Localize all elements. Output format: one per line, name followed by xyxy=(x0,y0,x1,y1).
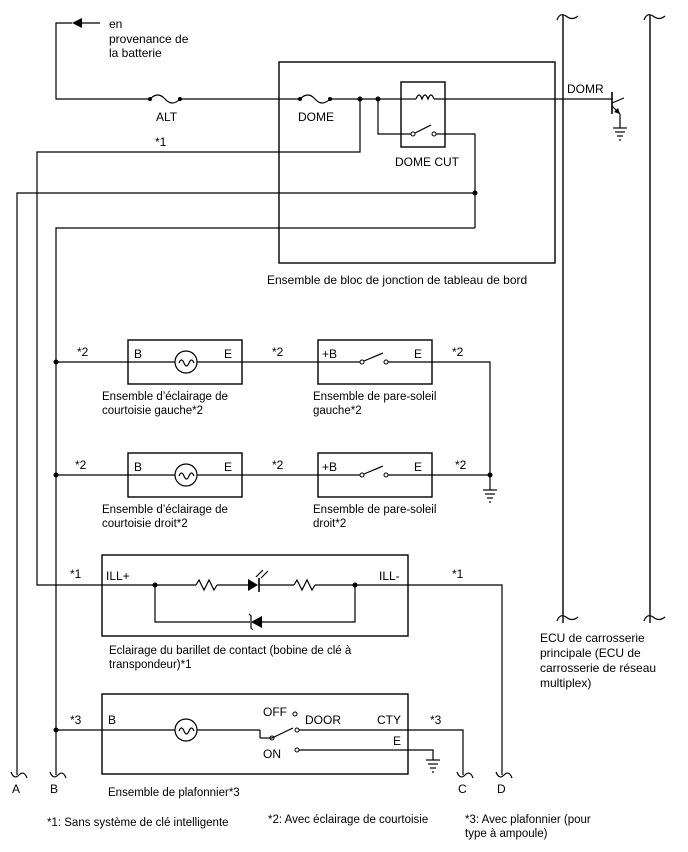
dome-light-box xyxy=(101,693,409,775)
courtesy-right-label-2: courtoisie droit*2 xyxy=(102,518,188,530)
courtesy-left-label-1: Ensemble d’éclairage de xyxy=(102,391,228,403)
note-3-line2: type à ampoule) xyxy=(465,828,548,840)
ground-icon xyxy=(613,127,627,141)
mark-2-row2-a: *2 xyxy=(75,458,87,472)
terminal-b: B xyxy=(50,782,58,796)
battery-arrow-icon xyxy=(72,18,82,28)
courtesy-left-e: E xyxy=(224,347,232,361)
visor-switch-icon xyxy=(318,352,432,365)
ecu-label-line3: carrosserie de réseau xyxy=(540,661,656,675)
terminal-a: A xyxy=(12,782,20,796)
courtesy-left-label-2: courtoisie gauche*2 xyxy=(102,405,203,417)
visor-left-e: E xyxy=(414,347,422,361)
visor-left-b: +B xyxy=(322,347,337,361)
visor-left-label-2: gauche*2 xyxy=(313,405,362,417)
body-ecu xyxy=(556,14,666,623)
courtesy-right-label-1: Ensemble d’éclairage de xyxy=(102,504,228,516)
visor-right-label-2: droit*2 xyxy=(313,518,346,530)
mark-2-row2-b: *2 xyxy=(272,458,284,472)
dome-cut-label: DOME CUT xyxy=(395,155,460,169)
mark-3-left: *3 xyxy=(70,713,82,727)
transistor-icon xyxy=(611,92,625,128)
dome-cut-relay xyxy=(400,81,446,148)
lamp-icon xyxy=(174,718,198,742)
lamp-icon xyxy=(174,463,198,487)
domr-label: DOMR xyxy=(567,82,604,96)
junction-block-label: Ensemble de bloc de jonction de tableau … xyxy=(267,273,527,287)
relay-contact-icon xyxy=(401,124,445,137)
mark-1-top: *1 xyxy=(155,135,167,149)
alt-fuse-icon xyxy=(148,94,182,104)
key-cylinder-ill-plus: ILL+ xyxy=(106,569,130,583)
courtesy-left-b: B xyxy=(134,347,142,361)
courtesy-right-b: B xyxy=(134,460,142,474)
key-cylinder-label-1: Eclairage du barillet de contact (bobine… xyxy=(109,645,352,657)
mark-2-row1-b: *2 xyxy=(272,345,284,359)
source-label-line1: en xyxy=(109,17,122,31)
mark-2-row2-c: *2 xyxy=(455,458,467,472)
ecu-label-line2: principale (ECU de xyxy=(540,646,641,660)
diode-icon xyxy=(248,613,262,631)
ground-icon xyxy=(483,489,497,503)
relay-coil-icon xyxy=(415,94,435,101)
key-cylinder-label-2: transpondeur)*1 xyxy=(109,659,191,671)
mark-1-left: *1 xyxy=(70,567,82,581)
key-cylinder-ill-minus: ILL- xyxy=(379,569,400,583)
visor-right-e: E xyxy=(414,460,422,474)
visor-left-label-1: Ensemble de pare-soleil xyxy=(313,391,436,403)
resistor-icon xyxy=(195,578,218,592)
mark-2-row1-c: *2 xyxy=(452,345,464,359)
note-1: *1: Sans système de clé intelligente xyxy=(47,817,229,829)
terminal-c: C xyxy=(458,782,467,796)
ecu-label-line4: multiplex) xyxy=(540,676,591,690)
dome-light-label: Ensemble de plafonnier*3 xyxy=(108,787,240,799)
visor-switch-icon xyxy=(318,465,432,478)
dome-fuse-label: DOME xyxy=(298,110,334,124)
source-label-line2: provenance de xyxy=(109,32,189,46)
mark-1-right: *1 xyxy=(452,567,464,581)
alt-fuse-label: ALT xyxy=(156,110,178,124)
dome-e: E xyxy=(393,734,401,748)
dome-on: ON xyxy=(263,747,281,761)
dome-fuse-icon xyxy=(298,94,332,104)
ecu-label-line1: ECU de carrosserie xyxy=(540,631,645,645)
note-2: *2: Avec éclairage de courtoisie xyxy=(268,814,428,826)
note-3-line1: *3: Avec plafonnier (pour xyxy=(465,814,591,826)
courtesy-right-e: E xyxy=(224,460,232,474)
resistor-icon xyxy=(293,578,316,592)
dome-cty: CTY xyxy=(377,713,401,727)
visor-right-b: +B xyxy=(322,460,337,474)
dome-switch-icon xyxy=(259,711,300,753)
ground-icon xyxy=(426,759,440,773)
mark-2-row1-a: *2 xyxy=(77,345,89,359)
terminal-d: D xyxy=(497,782,506,796)
dome-door: DOOR xyxy=(305,713,341,727)
source-label-line3: la batterie xyxy=(109,46,162,60)
lamp-icon xyxy=(174,350,198,374)
junction-block-box xyxy=(278,61,556,264)
dome-b: B xyxy=(108,713,116,727)
dome-off: OFF xyxy=(263,705,287,719)
visor-right-label-1: Ensemble de pare-soleil xyxy=(313,504,436,516)
mark-3-right: *3 xyxy=(430,713,442,727)
